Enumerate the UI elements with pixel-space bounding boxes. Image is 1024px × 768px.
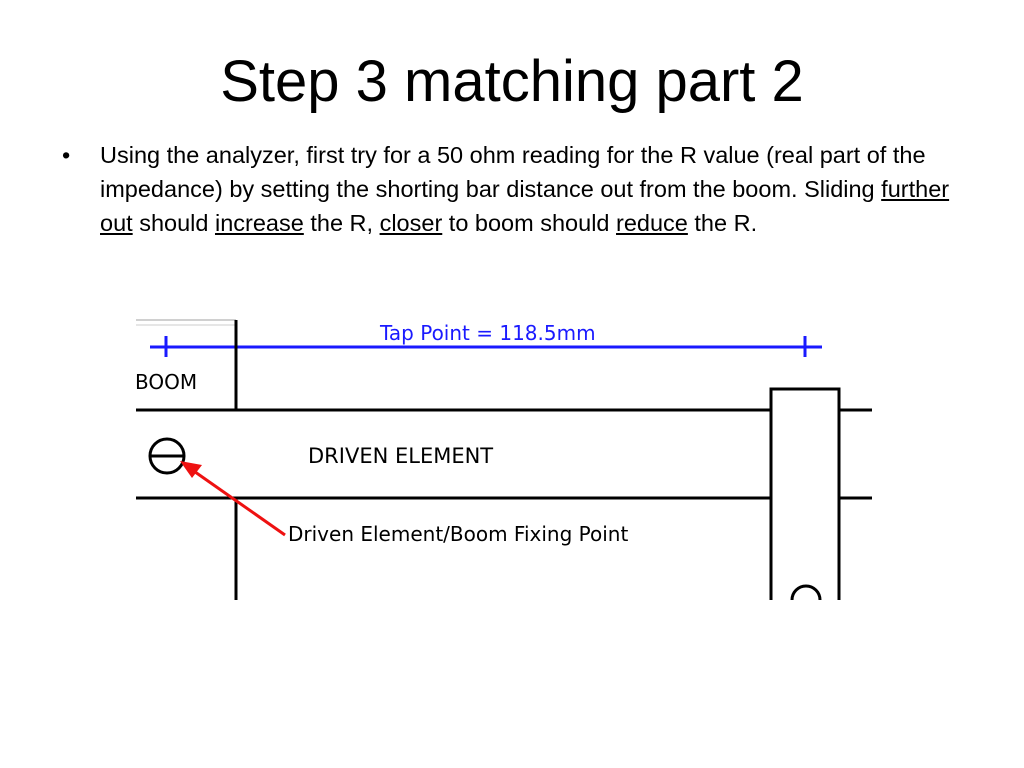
antenna-diagram: Tap Point = 118.5mm BOOM DRIVEN ELEMENT …	[130, 310, 880, 600]
boom-label: BOOM	[135, 370, 197, 394]
bullet-text-part-2: should	[132, 210, 215, 236]
bullet-text: Using the analyzer, first try for a 50 o…	[100, 138, 962, 240]
arrow-head-icon	[180, 461, 202, 478]
underlined-further-out: further out	[100, 176, 950, 236]
bullet-text-part-1: Using the analyzer, first try for a 50 o…	[100, 142, 926, 202]
underlined-increase: increase	[214, 210, 304, 236]
fixing-point-label: Driven Element/Boom Fixing Point	[288, 522, 628, 546]
shorting-bar-fixing-icon	[790, 584, 822, 600]
bullet-dot: •	[62, 142, 71, 168]
slide-title: Step 3 matching part 2	[220, 49, 804, 114]
bullet-item: • Using the analyzer, first try for a 50…	[62, 138, 962, 240]
tap-point-label: Tap Point = 118.5mm	[379, 321, 596, 345]
driven-element-label: DRIVEN ELEMENT	[308, 444, 493, 468]
arrow-line	[187, 465, 286, 537]
underlined-closer: closer	[379, 210, 443, 236]
bullet-text-part-5: the R.	[687, 210, 758, 236]
shorting-bar	[769, 387, 841, 600]
bullet-text-part-3: the R,	[303, 210, 380, 236]
bullet-text-part-4: to boom should	[442, 210, 617, 236]
underlined-reduce: reduce	[616, 210, 688, 236]
